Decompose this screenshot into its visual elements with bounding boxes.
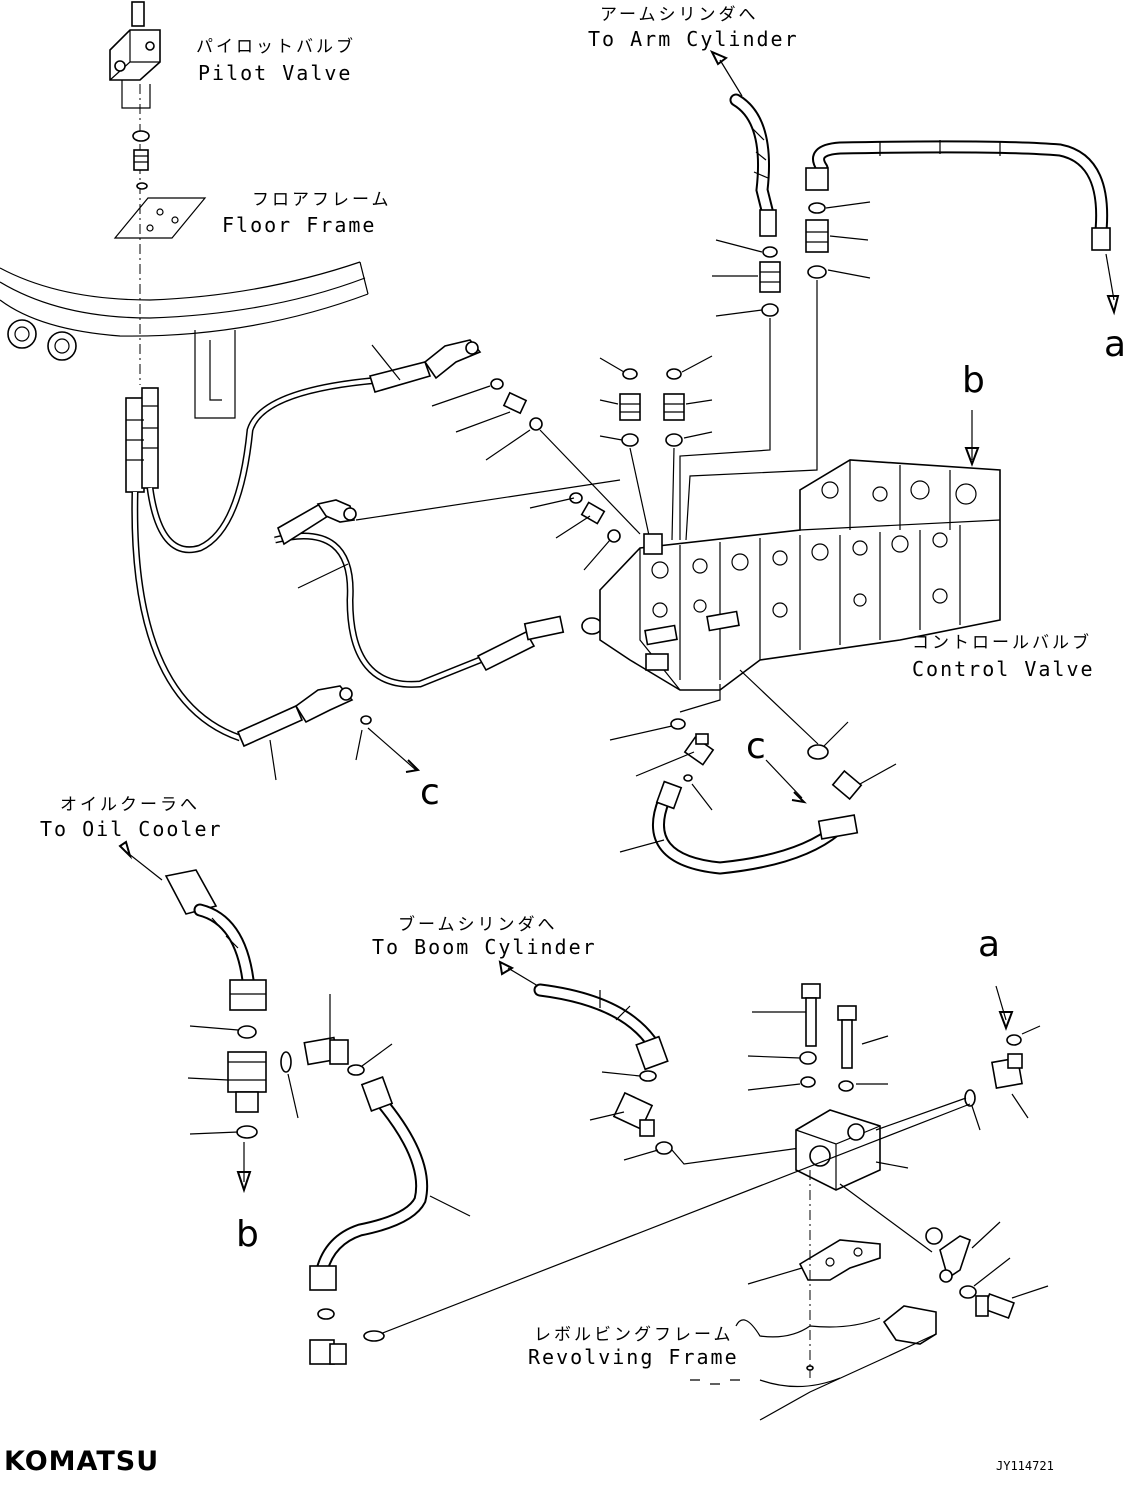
ref-c-left: c [420, 772, 440, 813]
boom-cylinder-hose [533, 983, 669, 1071]
ref-a-top: a [1104, 324, 1126, 365]
control-adapter-left [619, 393, 641, 421]
ref-b-top: b [962, 360, 985, 401]
floor-frame-label-en: Floor Frame [222, 213, 376, 237]
control-adapter-right [663, 393, 685, 421]
floor-frame [0, 197, 369, 419]
pilot-hose-end-middle [277, 499, 357, 546]
ref-c-right: c [746, 726, 766, 767]
pilot-adapter-upper [502, 391, 528, 415]
pilot-hose-end-upper [368, 339, 482, 393]
pilot-hose-end-right [476, 615, 565, 672]
right-elbow [991, 1053, 1023, 1089]
drawing-code: JY114721 [996, 1459, 1054, 1473]
pilot-valve-label-jp: パイロットバルブ [196, 36, 356, 57]
oil-cooler-label-en: To Oil Cooler [40, 817, 223, 841]
hose-a-adapter [805, 219, 829, 253]
boom-elbow-bottom [309, 1339, 347, 1365]
ref-a-bottom: a [978, 924, 1000, 965]
pilot-fitting [133, 149, 149, 171]
clamp-bracket [925, 1227, 971, 1283]
o-ring [132, 130, 150, 142]
revolving-frame [690, 1305, 937, 1421]
komatsu-logo: KOMATSU [4, 1446, 159, 1477]
arm-adapter-left [759, 261, 781, 293]
pilot-adapter-middle [580, 501, 606, 525]
revolving-frame-label-jp: レボルビングフレーム [534, 1325, 734, 1345]
arm-cylinder-label-jp: アームシリンダへ [600, 5, 758, 25]
oil-cooler-hose [164, 869, 267, 1011]
mounting-bracket [798, 1239, 881, 1281]
revolving-frame-label-en: Revolving Frame [528, 1345, 739, 1369]
drain-hose [652, 780, 859, 875]
control-valve-label-jp: コントロールバルブ [912, 632, 1092, 653]
boom-elbow-left [303, 1036, 349, 1066]
arm-cylinder-label-en: To Arm Cylinder [588, 27, 799, 51]
control-valve [599, 459, 1001, 691]
valve-elbow-lower [683, 733, 715, 766]
boom-tee [612, 1091, 655, 1137]
boom-long-hose [309, 1076, 429, 1291]
valve-adapter-right [831, 769, 863, 801]
boom-cylinder-label-en: To Boom Cylinder [372, 935, 597, 959]
bolts [801, 983, 857, 1069]
ref-b-bottom: b [236, 1214, 259, 1255]
pilot-hose-bundle [125, 376, 482, 742]
oil-cooler-label-jp: オイルクーラへ [60, 795, 200, 815]
pilot-hose-end-lower [236, 685, 354, 748]
pilot-valve [109, 1, 161, 109]
arm-cylinder-hose [729, 93, 777, 237]
oil-cooler-adapter [227, 1051, 267, 1113]
hose-to-a [805, 140, 1111, 251]
boom-cylinder-label-jp: ブームシリンダへ [398, 914, 558, 935]
floor-frame-label-jp: フロアフレーム [252, 190, 392, 210]
clamp-bolt [975, 1293, 1015, 1319]
control-valve-label-en: Control Valve [912, 657, 1095, 681]
pilot-valve-label-en: Pilot Valve [198, 61, 352, 85]
junction-block [795, 1109, 881, 1191]
